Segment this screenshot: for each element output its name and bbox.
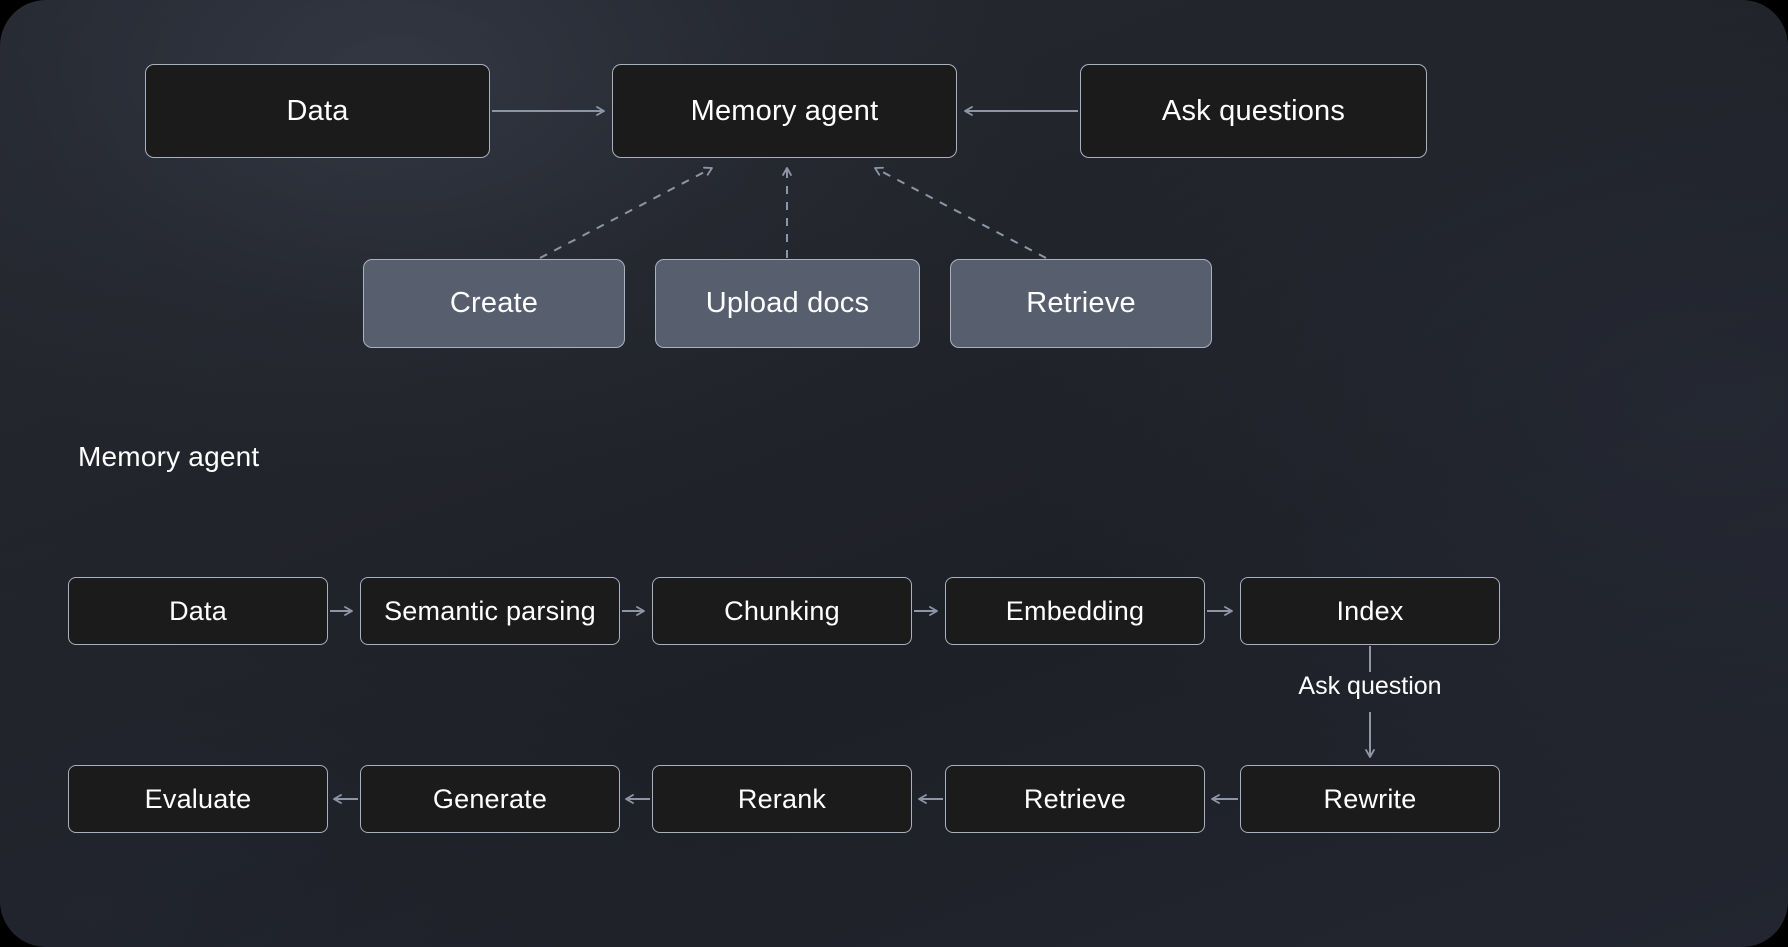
node-ask-questions-label: Ask questions [1161,94,1346,127]
node-pipeline-rerank-label: Rerank [737,783,827,814]
edge-create-to-memory-agent [539,166,713,259]
node-retrieve-tool-label: Retrieve [1026,287,1136,319]
pipeline-section-title: Memory agent [78,441,260,472]
node-pipeline-chunking[interactable]: Chunking [652,577,912,645]
node-pipeline-semantic-parsing[interactable]: Semantic parsing [360,577,620,645]
node-pipeline-semantic-parsing-label: Semantic parsing [384,595,596,626]
edge-retrieve-to-memory-agent [874,166,1047,259]
node-retrieve-tool[interactable]: Retrieve [950,259,1212,348]
node-pipeline-rewrite[interactable]: Rewrite [1240,765,1500,833]
node-create[interactable]: Create [363,259,625,348]
node-pipeline-rewrite-label: Rewrite [1323,783,1417,814]
node-pipeline-rerank[interactable]: Rerank [652,765,912,833]
node-upload-docs-label: Upload docs [705,287,870,319]
node-pipeline-retrieve-label: Retrieve [1023,783,1127,814]
node-pipeline-evaluate[interactable]: Evaluate [68,765,328,833]
node-pipeline-generate-label: Generate [432,783,548,814]
node-create-label: Create [449,287,539,319]
node-pipeline-embedding-label: Embedding [1005,595,1145,626]
node-upload-docs[interactable]: Upload docs [655,259,920,348]
node-pipeline-evaluate-label: Evaluate [144,783,252,814]
node-pipeline-embedding[interactable]: Embedding [945,577,1205,645]
node-pipeline-data[interactable]: Data [68,577,328,645]
edge-label-ask-question: Ask question [1298,672,1442,700]
node-data-label: Data [286,94,349,127]
node-pipeline-index[interactable]: Index [1240,577,1500,645]
node-memory-agent-label: Memory agent [690,94,879,127]
node-ask-questions[interactable]: Ask questions [1080,64,1427,158]
node-memory-agent[interactable]: Memory agent [612,64,957,158]
node-pipeline-data-label: Data [169,595,227,626]
node-pipeline-retrieve[interactable]: Retrieve [945,765,1205,833]
node-pipeline-generate[interactable]: Generate [360,765,620,833]
node-pipeline-index-label: Index [1336,595,1404,626]
node-data[interactable]: Data [145,64,490,158]
node-pipeline-chunking-label: Chunking [724,595,840,626]
